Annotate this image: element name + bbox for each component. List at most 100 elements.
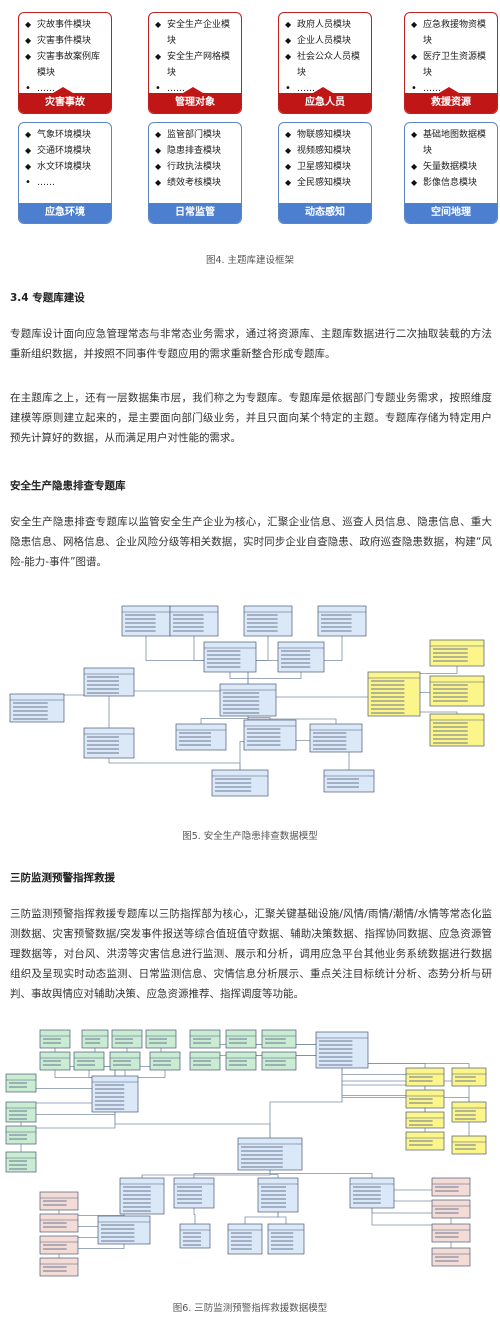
figure-5-caption: 图5. 安全生产隐患排查数据模型 <box>182 831 318 842</box>
theme-card-item: 卫星感知模块 <box>285 159 367 175</box>
figure-6-data-model-diagram <box>0 1028 500 1290</box>
entity-table <box>261 1051 297 1071</box>
entity-table <box>243 605 293 637</box>
theme-card-item: …… <box>25 81 107 97</box>
theme-card-title: 空间地理 <box>405 203 497 223</box>
theme-card-item: 视频感知模块 <box>285 143 367 159</box>
entity-table <box>189 1029 221 1049</box>
entity-table <box>429 639 485 667</box>
entity-table <box>349 1177 395 1209</box>
theme-card-item: 企业人员模块 <box>285 33 367 49</box>
theme-card: 基础地图数据模块矢量数据模块影像信息模块空间地理 <box>404 122 498 224</box>
theme-card: 政府人员模块企业人员模块社会公众人员模块……应急人员 <box>278 12 372 114</box>
theme-card: 监管部门模块隐患排查模块行政执法模块绩效考核模块日常监管 <box>148 122 242 224</box>
entity-table <box>173 1177 215 1209</box>
entity-table <box>309 723 363 753</box>
entity-table <box>237 1137 303 1171</box>
entity-table <box>405 1111 445 1129</box>
theme-card-item: 基础地图数据模块 <box>411 127 493 159</box>
theme-card-item: …… <box>25 175 107 191</box>
entity-table <box>9 693 65 723</box>
figure-6-caption: 图6. 三防监测预警指挥救援数据模型 <box>172 1303 328 1314</box>
figure-5-data-model-diagram <box>0 598 500 818</box>
entity-table <box>121 605 171 637</box>
entity-table <box>145 1029 177 1049</box>
entity-table <box>227 1223 263 1255</box>
entity-table <box>211 769 269 797</box>
theme-card-item: 医疗卫生资源模块 <box>411 49 493 81</box>
theme-card-item: 安全生产网格模块 <box>155 49 237 81</box>
safety-heading: 安全生产隐患排查专题库 <box>10 480 126 492</box>
figure-4-caption: 图4. 主题库建设框架 <box>205 255 295 266</box>
entity-table <box>429 713 485 747</box>
theme-card-title: 应急环境 <box>19 203 111 223</box>
entity-table <box>219 683 277 717</box>
theme-card-title: 日常监管 <box>149 203 241 223</box>
entity-table <box>111 1029 143 1049</box>
entity-table <box>5 1073 37 1093</box>
entity-table <box>39 1213 79 1233</box>
theme-card-item: 社会公众人员模块 <box>285 49 367 81</box>
entity-table <box>39 1191 79 1211</box>
entity-table <box>97 1215 151 1245</box>
entity-table <box>39 1029 71 1049</box>
entity-table <box>149 1051 181 1071</box>
safety-paragraph: 安全生产隐患排查专题库以监管安全生产企业为核心，汇聚企业信息、巡查人员信息、隐患… <box>10 516 492 568</box>
theme-card-title: 救援资源 <box>405 93 497 113</box>
theme-card-item: 灾故事件模块 <box>25 17 107 33</box>
theme-card-item: 矢量数据模块 <box>411 159 493 175</box>
entity-table <box>451 1135 487 1155</box>
entity-table <box>317 605 367 637</box>
entity-table <box>5 1101 37 1123</box>
theme-card-item: …… <box>155 81 237 97</box>
entity-table <box>83 667 135 697</box>
entity-table <box>83 727 135 759</box>
theme-card-item: 应急救援物资模块 <box>411 17 493 49</box>
entity-table <box>175 723 227 751</box>
theme-card: 气象环境模块交通环境模块水文环境模块……应急环境 <box>18 122 112 224</box>
theme-card-item: 影像信息模块 <box>411 175 493 191</box>
entity-table <box>451 1067 487 1087</box>
theme-card-item: 绩效考核模块 <box>155 175 237 191</box>
entity-table <box>5 1125 37 1145</box>
theme-card-item: 物联感知模块 <box>285 127 367 143</box>
theme-card-item: 灾害事件模块 <box>25 33 107 49</box>
sanfang-heading: 三防监测预警指挥救援 <box>10 872 115 884</box>
theme-card: 灾故事件模块灾害事件模块灾害事故案例库模块……灾害事故 <box>18 12 112 114</box>
entity-table <box>91 1075 139 1113</box>
entity-table <box>39 1235 79 1255</box>
entity-table <box>257 1177 299 1213</box>
theme-card-title: 灾害事故 <box>19 93 111 113</box>
entity-table <box>451 1101 487 1123</box>
entity-table <box>367 671 421 717</box>
section-paragraph-1: 专题库设计面向应急管理常态与非常态业务需求，通过将资源库、主题库数据进行二次抽取… <box>10 328 492 360</box>
entity-table <box>169 605 219 637</box>
theme-card-item: 全民感知模块 <box>285 175 367 191</box>
theme-card-item: 行政执法模块 <box>155 159 237 175</box>
entity-table <box>315 1031 369 1069</box>
entity-table <box>179 1223 211 1249</box>
theme-card-title: 应急人员 <box>279 93 371 113</box>
entity-table <box>189 1051 221 1071</box>
entity-table <box>225 1051 257 1071</box>
entity-table <box>405 1131 445 1151</box>
section-paragraph-2: 在主题库之上，还有一层数据集市层，我们称之为专题库。专题库是依据部门专题业务需求… <box>10 392 492 444</box>
theme-card-item: 安全生产企业模块 <box>155 17 237 49</box>
entity-table <box>405 1089 445 1109</box>
entity-table <box>203 641 257 673</box>
theme-card-item: 气象环境模块 <box>25 127 107 143</box>
theme-card-title: 动态感知 <box>279 203 371 223</box>
entity-table <box>431 1223 471 1243</box>
figure-4-theme-library-framework: 灾故事件模块灾害事件模块灾害事故案例库模块……灾害事故安全生产企业模块安全生产网… <box>0 0 500 270</box>
entity-table <box>429 675 485 707</box>
section-heading: 3.4 专题库建设 <box>10 292 85 304</box>
entity-table <box>431 1199 471 1219</box>
entity-table <box>431 1177 471 1197</box>
entity-table <box>73 1051 105 1071</box>
entity-table <box>277 641 325 673</box>
theme-card-item: 灾害事故案例库模块 <box>25 49 107 81</box>
sanfang-paragraph: 三防监测预警指挥救援专题库以三防指挥部为核心，汇聚关键基础设施/风情/雨情/潮情… <box>10 908 492 1000</box>
entity-table <box>261 1029 297 1049</box>
theme-card: 安全生产企业模块安全生产网格模块……管理对象 <box>148 12 242 114</box>
theme-card-item: 监管部门模块 <box>155 127 237 143</box>
